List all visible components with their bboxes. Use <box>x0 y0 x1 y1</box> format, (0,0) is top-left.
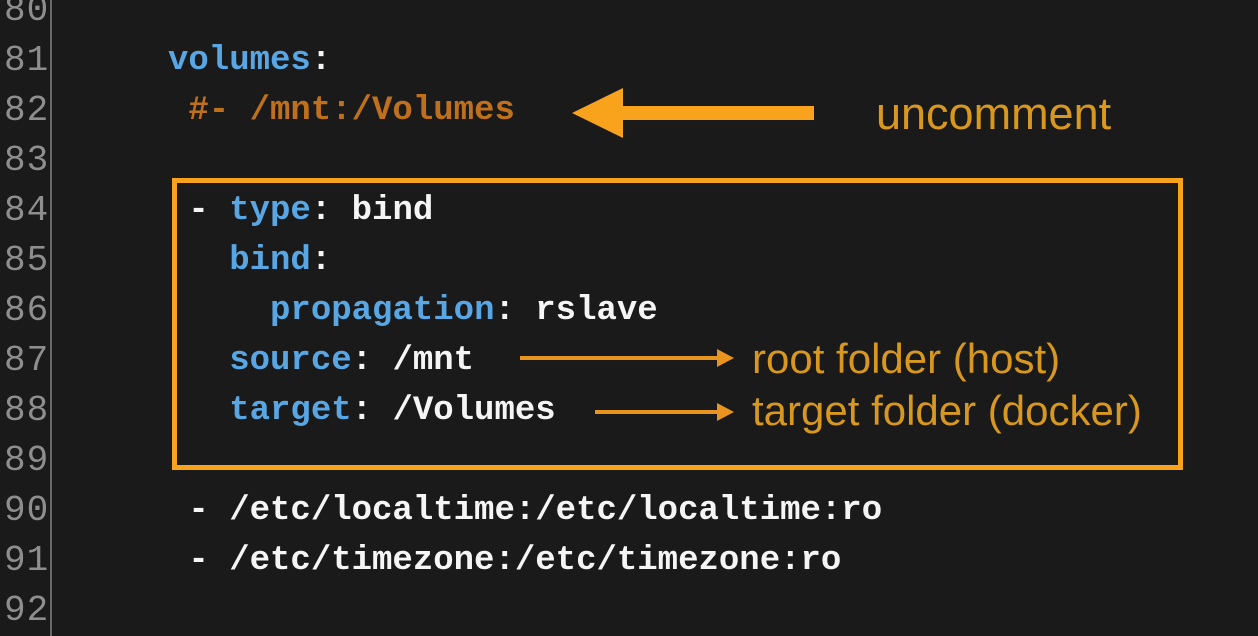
arrow-shaft <box>520 356 718 360</box>
line-number: 88 <box>0 386 52 436</box>
line-number: 82 <box>0 86 52 136</box>
code-text[interactable] <box>52 136 168 186</box>
arrow-shaft <box>595 410 718 414</box>
code-line: 90 - /etc/localtime:/etc/localtime:ro <box>0 486 1258 536</box>
arrow-head <box>717 349 734 367</box>
code-token-plain: : rslave <box>494 292 658 330</box>
line-number: 90 <box>0 486 52 536</box>
code-token-plain: : bind <box>310 192 434 230</box>
code-token-plain: : /mnt <box>351 342 475 380</box>
code-text[interactable]: #- /mnt:/Volumes <box>52 86 515 136</box>
code-text[interactable] <box>52 0 168 36</box>
code-token-key: propagation <box>270 292 495 330</box>
code-token-key: volumes <box>168 42 311 80</box>
line-number: 87 <box>0 336 52 386</box>
line-number: 81 <box>0 36 52 86</box>
code-text[interactable] <box>52 586 168 636</box>
code-line: 91 - /etc/timezone:/etc/timezone:ro <box>0 536 1258 586</box>
line-number: 86 <box>0 286 52 336</box>
arrow-head <box>717 403 734 421</box>
target-annotation-label: target folder (docker) <box>752 387 1142 435</box>
code-line: 80 <box>0 0 1258 36</box>
code-text[interactable]: propagation: rslave <box>52 286 658 336</box>
code-text[interactable]: source: /mnt <box>52 336 474 386</box>
code-line: 87 source: /mnt <box>0 336 1258 386</box>
code-line: 83 <box>0 136 1258 186</box>
code-token-plain: : <box>310 42 332 80</box>
code-token-comment: #- /mnt:/Volumes <box>168 92 515 130</box>
code-line: 86 propagation: rslave <box>0 286 1258 336</box>
arrow-shaft <box>622 106 814 120</box>
code-token-key: target <box>229 392 352 430</box>
line-number: 91 <box>0 536 52 586</box>
line-number: 89 <box>0 436 52 486</box>
line-number: 80 <box>0 0 52 36</box>
line-number: 83 <box>0 136 52 186</box>
code-text[interactable]: volumes: <box>52 36 331 86</box>
code-token-plain: : <box>310 242 332 280</box>
code-token-key: bind <box>229 242 311 280</box>
source-annotation-label: root folder (host) <box>752 335 1061 383</box>
code-token-plain: - /etc/timezone:/etc/timezone:ro <box>168 542 842 580</box>
code-line: 89 <box>0 436 1258 486</box>
arrow-head <box>572 88 623 138</box>
code-token-key: type <box>229 192 311 230</box>
code-text[interactable] <box>52 436 168 486</box>
line-number: 92 <box>0 586 52 636</box>
uncomment-label: uncomment <box>876 87 1112 139</box>
code-token-key: source <box>229 342 352 380</box>
code-text[interactable]: - /etc/localtime:/etc/localtime:ro <box>52 486 882 536</box>
code-text[interactable]: target: /Volumes <box>52 386 556 436</box>
code-line: 82 #- /mnt:/Volumes <box>0 86 1258 136</box>
highlight-box <box>172 178 1183 470</box>
code-line: 92 <box>0 586 1258 636</box>
code-token-plain: - /etc/localtime:/etc/localtime:ro <box>168 492 883 530</box>
code-token-plain: : /Volumes <box>351 392 556 430</box>
line-number: 85 <box>0 236 52 286</box>
code-text[interactable]: - /etc/timezone:/etc/timezone:ro <box>52 536 841 586</box>
code-text[interactable]: bind: <box>52 236 331 286</box>
code-line: 88 target: /Volumes <box>0 386 1258 436</box>
code-line: 84 - type: bind <box>0 186 1258 236</box>
code-token-plain: - <box>168 192 230 230</box>
code-line: 85 bind: <box>0 236 1258 286</box>
line-number: 84 <box>0 186 52 236</box>
code-text[interactable]: - type: bind <box>52 186 433 236</box>
